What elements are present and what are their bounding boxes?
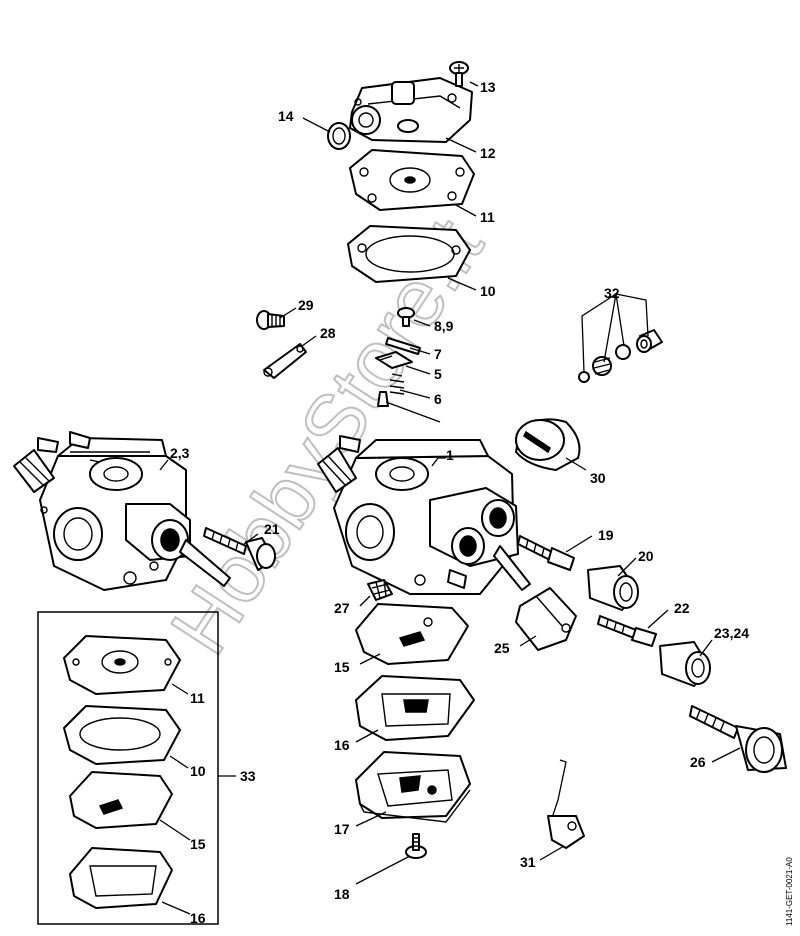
label-2-3: 2,3 — [170, 445, 190, 461]
part-21-screw-cap[interactable] — [203, 527, 276, 571]
label-17: 17 — [334, 821, 350, 837]
part-18-screw[interactable] — [405, 833, 427, 859]
part-28-lever[interactable] — [263, 343, 307, 379]
label-33: 33 — [240, 768, 256, 784]
label-25: 25 — [494, 640, 510, 656]
label-19: 19 — [598, 527, 614, 543]
part-17-metering-body[interactable] — [355, 751, 471, 823]
label-7: 7 — [434, 346, 442, 362]
part-22-screw[interactable] — [597, 615, 657, 647]
part-20-cap[interactable] — [587, 565, 639, 611]
kit-part-11-diaphragm[interactable] — [63, 635, 181, 695]
part-14-ring[interactable] — [327, 122, 351, 150]
label-18: 18 — [334, 886, 350, 902]
label-10-kit: 10 — [190, 763, 206, 779]
label-26: 26 — [690, 754, 706, 770]
part-5-lever[interactable] — [375, 351, 413, 369]
label-15-kit: 15 — [190, 836, 206, 852]
part-15-diaphragm[interactable] — [355, 603, 469, 665]
part-16-gasket[interactable] — [355, 675, 475, 741]
label-12: 12 — [480, 145, 496, 161]
part-25-shroud[interactable] — [515, 587, 577, 651]
label-30: 30 — [590, 470, 606, 486]
label-11-kit: 11 — [190, 690, 205, 706]
part-19-screw[interactable] — [517, 535, 575, 571]
part-31-clip[interactable] — [547, 759, 585, 849]
kit-part-15-diaphragm[interactable] — [69, 771, 173, 829]
label-28: 28 — [320, 325, 336, 341]
part-8-9-screw[interactable] — [397, 307, 415, 327]
label-15-main: 15 — [334, 659, 350, 675]
label-27: 27 — [334, 600, 350, 616]
reference-code: 1141-GET-0021-A0 — [785, 857, 794, 926]
label-32: 32 — [604, 285, 620, 301]
part-6-spring[interactable] — [389, 373, 405, 395]
kit-part-16-gasket[interactable] — [69, 847, 173, 909]
label-22: 22 — [674, 600, 690, 616]
label-31: 31 — [520, 854, 536, 870]
reference-code-text: 1141-GET-0021-A0 — [785, 857, 794, 926]
label-29: 29 — [298, 297, 314, 313]
part-10-gasket[interactable] — [347, 225, 471, 283]
label-16-main: 16 — [334, 737, 350, 753]
part-30-cup[interactable] — [515, 418, 581, 471]
part-labels: 13 14 12 11 10 29 28 8,9 7 5 6 32 1 2,3 … — [170, 79, 749, 926]
label-1: 1 — [446, 447, 454, 463]
part-13-screw[interactable] — [449, 61, 469, 87]
part-needle[interactable] — [377, 391, 389, 407]
part-26-primer[interactable] — [689, 705, 787, 773]
label-21: 21 — [264, 521, 280, 537]
label-13: 13 — [480, 79, 496, 95]
part-2-3-carburetor[interactable] — [13, 431, 231, 591]
part-27-screen[interactable] — [367, 579, 393, 601]
label-8-9: 8,9 — [434, 318, 454, 334]
kit-part-10-gasket[interactable] — [63, 705, 181, 765]
label-11-top: 11 — [480, 209, 495, 225]
label-6: 6 — [434, 391, 442, 407]
part-32-set[interactable] — [578, 329, 663, 383]
part-29-screw[interactable] — [256, 310, 285, 330]
label-10-top: 10 — [480, 283, 496, 299]
label-23-24: 23,24 — [714, 625, 749, 641]
part-1-carburetor[interactable] — [317, 435, 531, 595]
label-20: 20 — [638, 548, 654, 564]
part-23-24-cap[interactable] — [659, 641, 711, 687]
label-14: 14 — [278, 108, 294, 124]
part-7-pin[interactable] — [385, 337, 421, 355]
label-5: 5 — [434, 366, 442, 382]
part-11-diaphragm[interactable] — [349, 149, 475, 211]
part-12-cover[interactable] — [349, 77, 473, 143]
label-16-kit: 16 — [190, 910, 206, 926]
kit-box-33 — [37, 611, 219, 925]
leader-lines — [159, 81, 741, 915]
